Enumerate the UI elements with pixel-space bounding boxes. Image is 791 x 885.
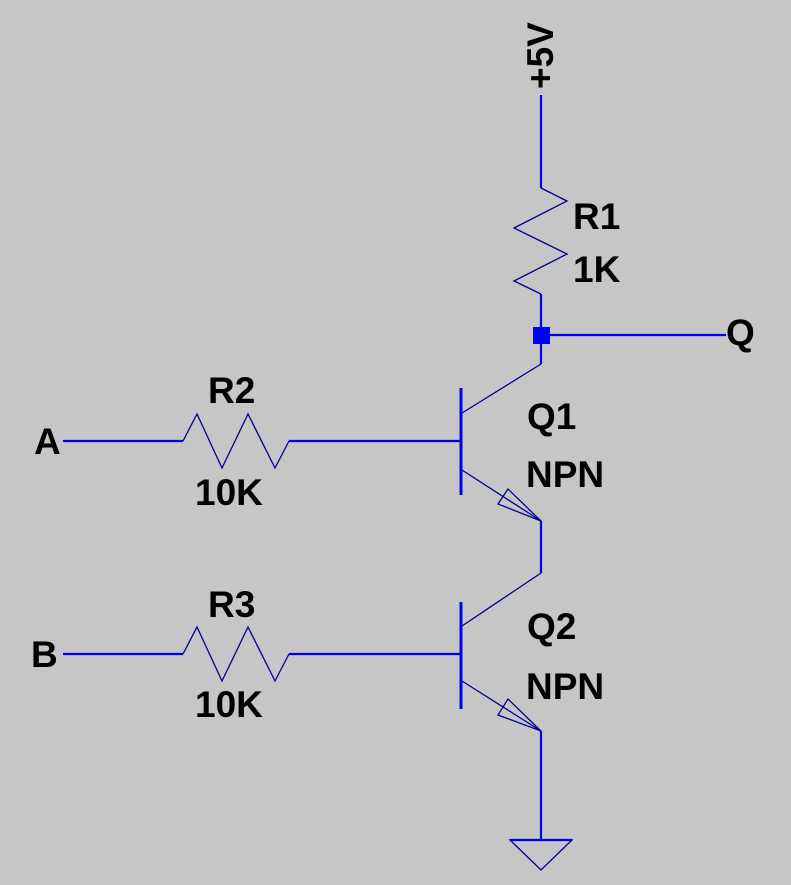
ground-symbol <box>508 839 574 871</box>
q1-emitter-arrow <box>497 487 542 522</box>
q2-collector-lead <box>461 572 542 627</box>
r1-value-label: 1K <box>573 249 621 290</box>
output-label: Q <box>726 312 755 353</box>
r1-name-label: R1 <box>573 196 621 237</box>
resistor-r2-symbol <box>182 412 290 470</box>
q1-collector-lead <box>461 363 542 414</box>
resistor-r3-symbol <box>182 625 290 683</box>
q1-emitter-lead <box>461 469 542 522</box>
supply-voltage-label: +5V <box>520 22 561 89</box>
junction-node <box>533 327 550 344</box>
q2-type-label: NPN <box>526 666 605 707</box>
input-a-label: A <box>34 421 61 462</box>
r2-name-label: R2 <box>208 370 256 411</box>
input-b-label: B <box>31 634 58 675</box>
r3-name-label: R3 <box>208 584 256 625</box>
q1-name-label: Q1 <box>527 396 577 437</box>
r3-value-label: 10K <box>195 684 263 725</box>
r2-value-label: 10K <box>195 472 263 513</box>
q2-emitter-arrow <box>497 697 542 732</box>
q1-type-label: NPN <box>526 454 605 495</box>
q2-name-label: Q2 <box>527 606 577 647</box>
q2-emitter-lead <box>461 680 542 732</box>
resistor-r1-symbol <box>512 187 569 295</box>
